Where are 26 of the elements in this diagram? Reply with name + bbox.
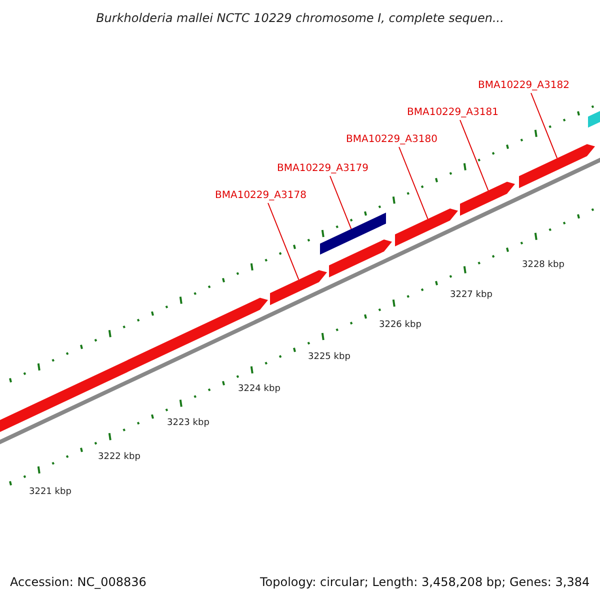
gene-feature	[519, 144, 595, 188]
map-footer-text: Topology: circular; Length: 3,458,208 bp; Genes: 3,384	[260, 576, 590, 588]
tick-label: 3222 kbp	[98, 453, 140, 462]
leader-line	[460, 120, 489, 192]
gene-label: BMA10229_A3181	[407, 108, 498, 118]
gene-feature	[460, 182, 515, 216]
leader-line	[530, 92, 558, 159]
tick-label: 3224 kbp	[238, 385, 280, 394]
leader-line	[268, 202, 300, 280]
gene-feature	[329, 240, 392, 278]
tick-label: 3221 kbp	[29, 488, 72, 497]
tick-label: 3227 kbp	[450, 291, 492, 300]
gene-label: BMA10229_A3180	[346, 135, 438, 145]
gene-label: BMA10229_A3178	[215, 191, 306, 201]
tick-label: 3228 kbp	[522, 261, 564, 270]
gene-feature	[395, 208, 458, 246]
gene-bar	[320, 212, 386, 255]
map-footer-text: Accession: NC_008836	[10, 576, 146, 588]
tick-label: 3226 kbp	[379, 321, 422, 330]
tick-label: 3223 kbp	[167, 419, 210, 428]
leader-line	[398, 146, 428, 220]
tick-label: 3225 kbp	[308, 353, 350, 362]
gene-label: BMA10229_A3179	[277, 164, 368, 174]
gene-label: BMA10229_A3182	[478, 81, 570, 91]
map-title: Burkholderia mallei NCTC 10229 chromosome I, complete sequen...	[95, 12, 505, 24]
gene-feature	[270, 270, 327, 306]
